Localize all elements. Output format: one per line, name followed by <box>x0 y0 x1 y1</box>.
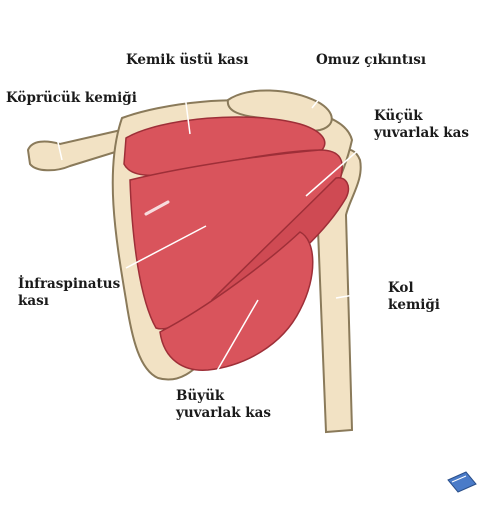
leader-buyuk <box>213 299 259 377</box>
leader-kemik-ustu <box>181 71 191 135</box>
label-infraspinatus-kasi: İnfraspinatus kası <box>18 276 120 310</box>
teres-major-muscle <box>159 231 314 371</box>
label-line: yuvarlak kas <box>176 405 271 421</box>
label-kol-kemigi: Kol kemiği <box>388 280 440 314</box>
label-line: Büyük <box>176 388 225 404</box>
label-line: Kol <box>388 280 414 296</box>
label-line: İnfraspinatus <box>18 276 121 292</box>
label-line: yuvarlak kas <box>374 125 469 141</box>
leader-omuz <box>311 77 337 109</box>
leader-kol <box>335 289 385 299</box>
leader-kopruck <box>51 115 63 161</box>
label-koprucuk-kemigi: Köprücük kemiği <box>6 90 137 107</box>
leader-lines <box>51 71 385 377</box>
leader-kucuk <box>305 139 371 197</box>
label-buyuk-yuvarlak-kas: Büyük yuvarlak kas <box>176 388 271 422</box>
leader-infra <box>125 225 207 269</box>
book-icon <box>447 471 477 493</box>
label-omuz-cikintisi: Omuz çıkıntısı <box>316 52 426 69</box>
acromion-bone <box>226 89 333 132</box>
label-line: Köprücük kemiği <box>6 90 137 106</box>
label-line: Küçük <box>374 108 423 124</box>
label-kucuk-yuvarlak-kas: Küçük yuvarlak kas <box>374 108 469 142</box>
label-kemik-ustu-kasi: Kemik üstü kası <box>126 52 249 69</box>
label-line: kemiği <box>388 297 440 313</box>
label-line: Kemik üstü kası <box>126 52 249 68</box>
label-line: kası <box>18 293 49 309</box>
muscle-highlight <box>144 200 170 216</box>
label-line: Omuz çıkıntısı <box>316 52 426 68</box>
